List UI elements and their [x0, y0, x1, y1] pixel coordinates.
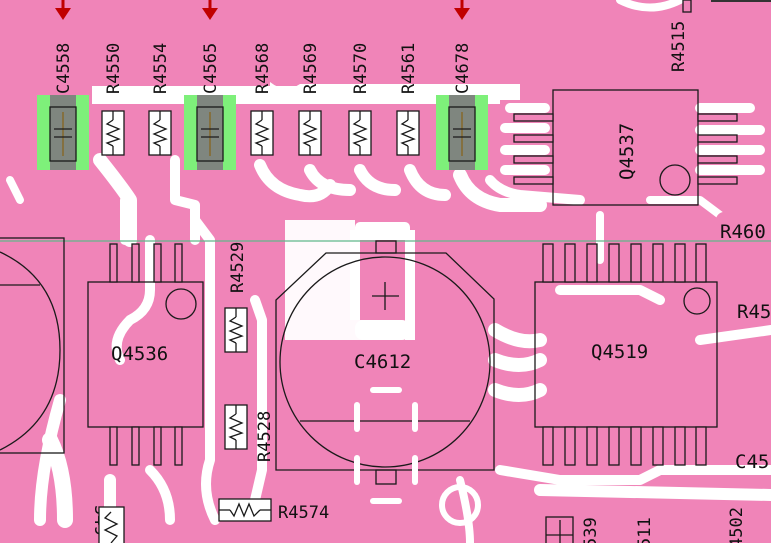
- q4519-label: Q4519: [591, 341, 648, 363]
- r4515-label: R4515: [669, 21, 689, 72]
- pin1-marker: [683, 287, 711, 315]
- pin1-marker: [659, 164, 691, 196]
- r460-label: R460: [720, 221, 766, 243]
- q4537-label: Q4537: [616, 123, 638, 180]
- component-r4570[interactable]: R4570: [348, 43, 372, 156]
- component-c4612[interactable]: C4612: [275, 240, 495, 504]
- pin-pad: [586, 243, 598, 283]
- pin-pad: [630, 426, 642, 466]
- pin-pad: [652, 243, 664, 283]
- component-label: R4554: [151, 43, 171, 94]
- c4612-label: C4612: [354, 351, 411, 373]
- component-label: R4569: [301, 43, 321, 94]
- pin-pad: [564, 426, 576, 466]
- component-c4678[interactable]: C4678: [436, 43, 488, 170]
- component-r4561[interactable]: R4561: [396, 43, 420, 156]
- component-r4554[interactable]: R4554: [148, 43, 172, 156]
- component-c4558[interactable]: C4558: [37, 43, 89, 170]
- component-left-partial: [0, 237, 65, 454]
- r4502-label: 4502: [727, 507, 747, 543]
- pin1-marker: [165, 288, 197, 320]
- c45-label: C45: [735, 451, 769, 473]
- pin-pad: [608, 426, 620, 466]
- arrow-down-icon: [55, 0, 71, 20]
- top-row: C4558 R4550 R4554 C4565 R4568 R4569 R4570 R4561…: [37, 43, 488, 170]
- pin-pad: [674, 426, 686, 466]
- component-label: C4565: [201, 43, 221, 94]
- pin-pad: [695, 426, 707, 466]
- component-r4574[interactable]: R4574: [218, 498, 329, 523]
- component-label: C4558: [54, 43, 74, 94]
- r4528-label: R4528: [255, 411, 275, 462]
- component-c4565[interactable]: C4565: [184, 43, 236, 170]
- component-r4528[interactable]: R4528: [224, 404, 275, 462]
- pin-pad: [630, 243, 642, 283]
- component-q4536[interactable]: Q4536: [87, 243, 204, 466]
- markers: [55, 0, 470, 20]
- component-label: R4570: [351, 43, 371, 94]
- component-q4537[interactable]: Q4537: [513, 89, 738, 206]
- pin-pad: [586, 426, 598, 466]
- r511-label: 511: [635, 517, 655, 543]
- component-label: R4561: [399, 43, 419, 94]
- r45-label: R45: [737, 301, 771, 323]
- pin-pad: [674, 243, 686, 283]
- r4529-label: R4529: [228, 242, 248, 293]
- pin-pad: [564, 243, 576, 283]
- component-label: R4568: [253, 43, 273, 94]
- component-r4550[interactable]: R4550: [101, 43, 125, 156]
- pin-pad: [608, 243, 620, 283]
- arrow-down-icon: [454, 0, 470, 20]
- component-label: C4678: [453, 43, 473, 94]
- component-q4519[interactable]: Q4519: [534, 243, 718, 466]
- component-r4529[interactable]: R4529: [224, 242, 248, 353]
- pin-pad: [695, 243, 707, 283]
- pin-pad: [542, 243, 554, 283]
- arrow-down-icon: [202, 0, 218, 20]
- keepout-marks: [354, 387, 418, 504]
- component-label: R4550: [104, 43, 124, 94]
- component-r549[interactable]: [98, 506, 125, 543]
- r4515-body: [682, 0, 692, 13]
- component-r4568[interactable]: R4568: [250, 43, 274, 156]
- pin-pad: [652, 426, 664, 466]
- pin-pad: [542, 426, 554, 466]
- component-r4569[interactable]: R4569: [298, 43, 322, 156]
- c539-label: 539: [581, 517, 601, 543]
- q4536-label: Q4536: [111, 343, 168, 365]
- r4574-label: R4574: [278, 503, 329, 523]
- c539-body: [545, 516, 574, 543]
